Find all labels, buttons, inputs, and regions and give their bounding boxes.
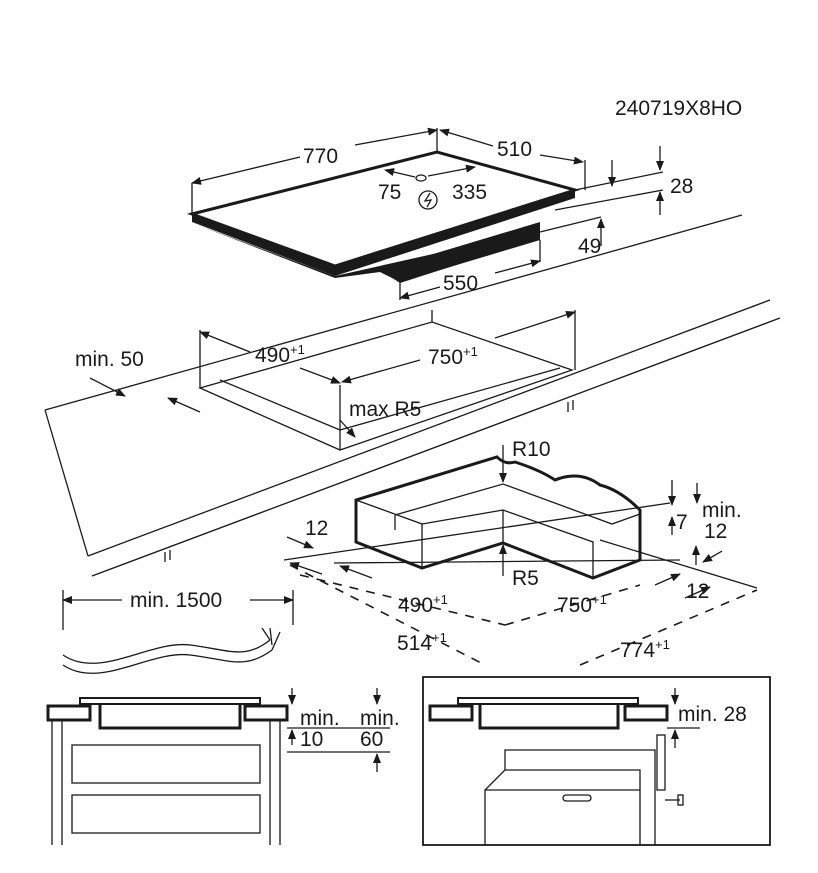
inner-width-label: 750+1 <box>557 592 607 617</box>
left-min-b-label: min. <box>360 707 400 730</box>
right-margin-label: 12 <box>686 580 709 603</box>
lightning-bolt-icon <box>418 190 438 210</box>
hob-width-label: 770 <box>303 145 338 168</box>
cable-drawing <box>62 590 294 674</box>
cable-offset-left-label: 75 <box>378 181 401 204</box>
box-height-label: 49 <box>578 235 601 258</box>
left-val-a-label: 10 <box>300 728 323 751</box>
cutout-width-label: 750+1 <box>428 344 478 369</box>
outer-width-label: 774+1 <box>620 637 670 662</box>
left-margin-label: 12 <box>305 517 328 540</box>
countertop-drawing <box>44 214 781 577</box>
frame-min-value: 12 <box>704 520 727 543</box>
min-edge-label: min. 50 <box>75 348 144 371</box>
inner-depth-label: 490+1 <box>398 592 448 617</box>
cabinet-right-drawing <box>422 676 771 846</box>
cable-offset-right-label: 335 <box>452 181 487 204</box>
hob-depth-label: 510 <box>497 138 532 161</box>
left-min-a-label: min. <box>300 707 340 730</box>
hob-drawing <box>186 127 664 300</box>
frame-depth-label: 7 <box>676 511 688 534</box>
cable-length-label: min. 1500 <box>130 589 222 612</box>
inner-radius-label: R5 <box>512 567 539 590</box>
model-code: 240719X8HO <box>615 97 742 120</box>
frame-corner-drawing <box>283 445 758 666</box>
box-width-label: 550 <box>443 272 478 295</box>
right-clearance-label: min. 28 <box>678 703 747 726</box>
frame-min-label: min. <box>702 499 742 522</box>
hob-thickness-label: 28 <box>670 175 693 198</box>
left-val-b-label: 60 <box>360 728 383 751</box>
cutout-depth-label: 490+1 <box>255 342 305 367</box>
cutout-radius-label: max R5 <box>349 398 421 421</box>
cabinet-left-drawing <box>46 688 390 845</box>
outer-depth-label: 514+1 <box>397 630 447 655</box>
outer-radius-label: R10 <box>512 438 551 461</box>
